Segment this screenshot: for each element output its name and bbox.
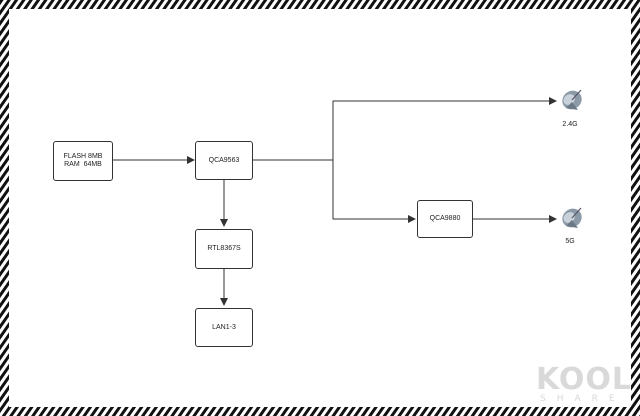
antenna-2g-label: 2.4G	[562, 121, 578, 128]
radio5g-label: QCA9880	[429, 215, 461, 222]
watermark-logo: KOOL	[536, 362, 633, 397]
cpu-label: QCA9563	[208, 156, 240, 164]
radio5g-box: QCA9880	[417, 200, 473, 238]
lan-label: LAN1-3	[212, 323, 236, 331]
dish-antenna-icon	[562, 89, 582, 110]
edge-cpu-2g	[253, 97, 557, 161]
edge-cpu-radio5g	[332, 160, 416, 223]
switch-label: RTL8367S	[207, 245, 241, 252]
lan-box: LAN1-3	[195, 308, 253, 347]
watermark-sub: SHARE	[540, 394, 626, 404]
flash-label: FLASH 8MB	[63, 153, 103, 160]
dish-antenna-icon	[562, 207, 582, 228]
ram-label: RAM 64MB	[64, 161, 102, 168]
memory-box: FLASH 8MB RAM 64MB	[53, 141, 113, 181]
antenna-5g-label: 5G	[565, 238, 575, 245]
cpu-box: QCA9563	[195, 141, 253, 180]
switch-box: RTL8367S	[195, 229, 253, 269]
